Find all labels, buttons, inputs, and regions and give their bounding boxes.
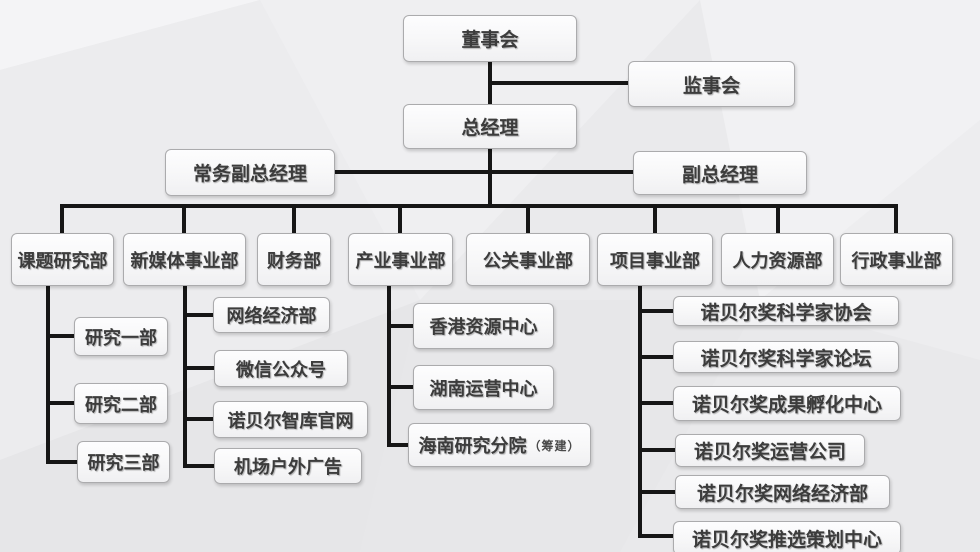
node-board-of-directors: 董事会 — [403, 15, 577, 62]
connector-trunk-research — [46, 286, 50, 464]
node-nobel-scientists-association: 诺贝尔奖科学家协会 — [673, 296, 899, 326]
connector-stub-project-6 — [638, 534, 675, 538]
node-deputy-gm: 副总经理 — [633, 151, 807, 195]
hainan-branch-suffix: （筹建） — [528, 438, 581, 453]
node-hunan-operation-center: 湖南运营中心 — [413, 365, 554, 410]
connector-deputy-crossbar — [333, 170, 635, 174]
node-network-economy: 网络经济部 — [213, 297, 330, 333]
node-hainan-research-branch: 海南研究分院（筹建） — [408, 423, 591, 467]
node-nobel-network-economy: 诺贝尔奖网络经济部 — [675, 475, 890, 509]
connector-supervisory — [490, 81, 630, 85]
connector-spine — [60, 204, 898, 208]
connector-gm-spine — [488, 147, 492, 208]
node-nobel-operating-company: 诺贝尔奖运营公司 — [675, 434, 865, 467]
node-dept-admin: 行政事业部 — [840, 233, 953, 286]
node-dept-finance: 财务部 — [257, 233, 331, 286]
node-nobel-incubation-center: 诺贝尔奖成果孵化中心 — [673, 386, 901, 421]
node-nobel-scientists-forum: 诺贝尔奖科学家论坛 — [673, 341, 899, 373]
connector-drop-research-dept — [60, 204, 64, 234]
connector-drop-project-dept — [653, 204, 657, 234]
node-general-manager: 总经理 — [403, 104, 577, 149]
connector-stub-industry-2 — [387, 385, 415, 389]
node-dept-new-media: 新媒体事业部 — [123, 233, 246, 286]
connector-stub-project-4 — [638, 448, 677, 452]
connector-drop-hr-dept — [776, 204, 780, 234]
connector-stub-new-media-4 — [183, 464, 216, 468]
node-airport-outdoor-ads: 机场户外广告 — [214, 448, 362, 484]
node-research-section-2: 研究二部 — [74, 383, 168, 424]
connector-drop-finance-dept — [292, 204, 296, 234]
connector-trunk-new-media — [183, 286, 187, 468]
node-nobel-thinktank-website: 诺贝尔智库官网 — [213, 401, 368, 438]
node-research-section-1: 研究一部 — [74, 317, 168, 356]
node-dept-pr: 公关事业部 — [466, 233, 590, 286]
connector-drop-new-media-dept — [182, 204, 186, 234]
node-wechat-official-account: 微信公众号 — [214, 350, 348, 387]
connector-stub-new-media-3 — [183, 417, 215, 421]
connector-stub-project-1 — [638, 309, 675, 313]
connector-stub-research-1 — [46, 334, 77, 338]
connector-trunk-industry — [387, 286, 391, 447]
connector-stub-project-5 — [638, 490, 677, 494]
connector-trunk-project — [638, 286, 642, 538]
node-dept-hr: 人力资源部 — [721, 233, 834, 286]
connector-drop-pr-dept — [526, 204, 530, 234]
connector-stub-research-3 — [46, 460, 80, 464]
hainan-branch-label: 海南研究分院 — [418, 436, 527, 456]
connector-stub-industry-3 — [387, 443, 410, 447]
connector-stub-new-media-2 — [183, 366, 216, 370]
node-research-section-3: 研究三部 — [77, 441, 170, 483]
node-nobel-selection-planning-center: 诺贝尔奖推选策划中心 — [673, 521, 901, 552]
connector-stub-industry-1 — [387, 324, 415, 328]
connector-drop-admin-dept — [894, 204, 898, 234]
connector-stub-project-2 — [638, 355, 675, 359]
connector-stub-new-media-1 — [183, 313, 215, 317]
node-dept-research: 课题研究部 — [11, 233, 114, 286]
node-supervisory-board: 监事会 — [628, 61, 795, 107]
connector-stub-research-2 — [46, 401, 77, 405]
node-dept-industry: 产业事业部 — [348, 233, 453, 286]
node-hongkong-resource-center: 香港资源中心 — [413, 303, 554, 349]
connector-drop-industry-dept — [398, 204, 402, 234]
node-executive-deputy-gm: 常务副总经理 — [165, 149, 335, 196]
connector-stub-project-3 — [638, 401, 675, 405]
node-dept-project: 项目事业部 — [597, 233, 713, 286]
